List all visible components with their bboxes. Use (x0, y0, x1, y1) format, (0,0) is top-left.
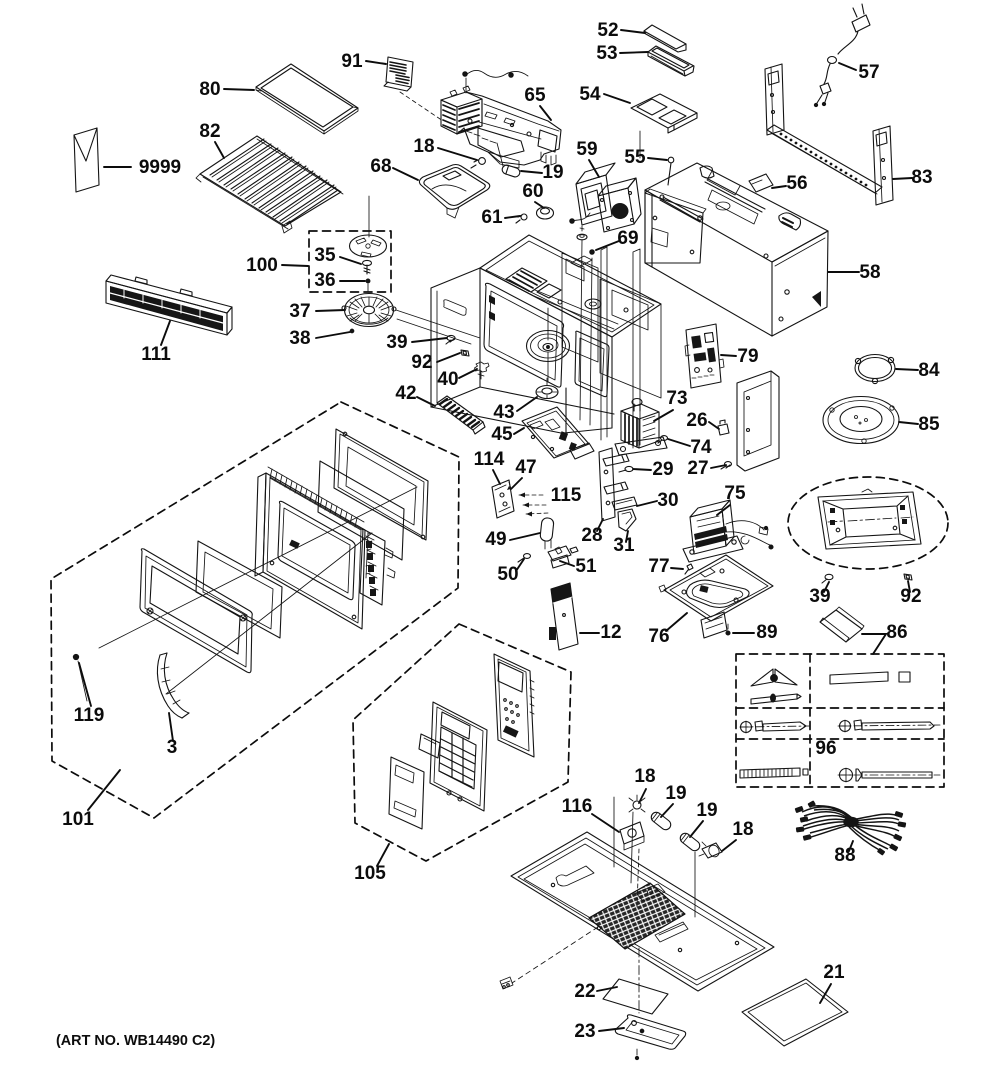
svg-text:79: 79 (737, 346, 758, 367)
svg-text:19: 19 (696, 800, 717, 821)
svg-text:61: 61 (481, 207, 503, 228)
svg-text:59: 59 (576, 139, 597, 160)
svg-text:86: 86 (886, 622, 907, 643)
svg-text:75: 75 (724, 483, 746, 504)
svg-text:76: 76 (648, 626, 669, 647)
svg-text:83: 83 (911, 167, 932, 188)
svg-text:38: 38 (289, 328, 310, 349)
svg-text:77: 77 (648, 556, 669, 577)
svg-text:89: 89 (756, 622, 777, 643)
svg-text:73: 73 (666, 388, 687, 409)
svg-text:116: 116 (562, 796, 593, 817)
svg-text:115: 115 (551, 485, 582, 506)
svg-text:88: 88 (834, 845, 855, 866)
svg-text:80: 80 (199, 79, 220, 100)
svg-text:23: 23 (574, 1021, 595, 1042)
svg-text:119: 119 (74, 705, 105, 726)
svg-text:31: 31 (613, 535, 635, 556)
svg-text:29: 29 (652, 459, 673, 480)
svg-text:30: 30 (657, 490, 678, 511)
svg-text:19: 19 (665, 783, 686, 804)
svg-text:84: 84 (918, 360, 940, 381)
svg-text:18: 18 (732, 819, 753, 840)
svg-text:(ART NO. WB14490 C2): (ART NO. WB14490 C2) (56, 1033, 215, 1049)
svg-text:39: 39 (386, 332, 407, 353)
svg-text:43: 43 (493, 402, 514, 423)
svg-text:26: 26 (686, 410, 707, 431)
svg-text:91: 91 (341, 51, 363, 72)
svg-text:105: 105 (354, 863, 386, 884)
svg-text:58: 58 (859, 262, 880, 283)
svg-text:60: 60 (522, 181, 543, 202)
svg-text:82: 82 (199, 121, 220, 142)
svg-text:45: 45 (491, 424, 513, 445)
svg-text:69: 69 (617, 228, 638, 249)
svg-text:55: 55 (624, 147, 646, 168)
svg-text:96: 96 (815, 738, 836, 759)
svg-text:54: 54 (579, 84, 601, 105)
svg-text:22: 22 (574, 981, 595, 1002)
svg-text:101: 101 (62, 809, 94, 830)
svg-text:18: 18 (634, 766, 655, 787)
svg-text:51: 51 (575, 556, 597, 577)
svg-text:56: 56 (786, 173, 807, 194)
svg-text:39: 39 (809, 586, 830, 607)
svg-text:27: 27 (687, 458, 708, 479)
svg-text:42: 42 (395, 383, 416, 404)
svg-text:74: 74 (690, 437, 712, 458)
svg-text:49: 49 (485, 529, 506, 550)
svg-text:40: 40 (437, 369, 458, 390)
svg-text:3: 3 (167, 737, 178, 758)
svg-text:57: 57 (858, 62, 879, 83)
svg-text:92: 92 (900, 586, 921, 607)
svg-text:9999: 9999 (139, 157, 181, 178)
svg-text:50: 50 (497, 564, 518, 585)
svg-text:47: 47 (515, 457, 536, 478)
svg-text:85: 85 (918, 414, 940, 435)
svg-text:68: 68 (370, 156, 391, 177)
svg-text:111: 111 (141, 344, 171, 365)
svg-text:21: 21 (823, 962, 845, 983)
svg-text:114: 114 (474, 449, 505, 470)
svg-text:100: 100 (246, 255, 278, 276)
svg-text:65: 65 (524, 85, 546, 106)
svg-text:18: 18 (413, 136, 434, 157)
svg-text:19: 19 (542, 162, 563, 183)
svg-text:35: 35 (314, 245, 336, 266)
svg-text:12: 12 (600, 622, 621, 643)
svg-text:92: 92 (411, 352, 432, 373)
svg-text:53: 53 (596, 43, 617, 64)
svg-text:52: 52 (597, 20, 618, 41)
svg-text:36: 36 (314, 270, 335, 291)
svg-text:37: 37 (289, 301, 310, 322)
